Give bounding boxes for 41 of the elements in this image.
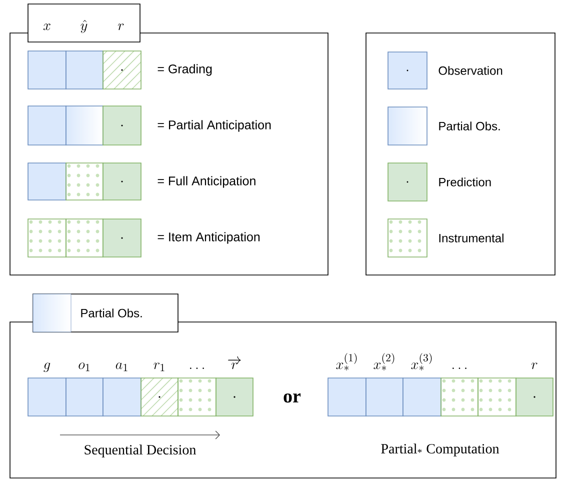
cell xyxy=(66,218,104,258)
panel-frame xyxy=(10,322,556,478)
cell xyxy=(102,218,142,258)
cell-symbol: $x_*^{(1)}$ xyxy=(336,353,357,370)
cell-symbol: $\overrightarrow{r}$ xyxy=(228,356,241,370)
column-symbol: $\hat{y}$ xyxy=(80,20,88,33)
cell xyxy=(28,50,66,90)
cell-symbol: $r_1$ xyxy=(154,362,164,372)
legend-label: Observation xyxy=(438,66,502,75)
cell-symbol: $x_*^{(3)}$ xyxy=(411,353,432,370)
cell xyxy=(66,162,104,200)
cell xyxy=(28,218,66,258)
cell-symbol: $g$ xyxy=(44,362,50,372)
or-label: or xyxy=(284,393,301,403)
cell-symbol: $o_1$ xyxy=(78,362,90,372)
cell xyxy=(66,106,104,146)
row-label: = Partial Anticipation xyxy=(158,120,271,132)
cell xyxy=(478,378,516,416)
cell xyxy=(102,106,142,146)
caption-label: Sequential Decision xyxy=(84,444,196,458)
tab-label: Partial Obs. xyxy=(81,308,142,318)
cell-symbol: $\dots$ xyxy=(452,368,466,369)
cell-symbol: $\dots$ xyxy=(190,368,204,369)
caption-label: Partial$_{*}$ Computation xyxy=(381,444,500,456)
legend-label: Partial Obs. xyxy=(439,122,500,130)
panel-frame xyxy=(10,32,328,276)
cell xyxy=(102,50,142,90)
row-label: = Full Anticipation xyxy=(158,176,256,188)
cell-symbol: $x_*^{(2)}$ xyxy=(374,353,394,370)
cell xyxy=(28,162,66,200)
legend-label: Prediction xyxy=(439,178,491,186)
column-symbol: $r$ xyxy=(118,24,124,30)
legend-label: Instrumental xyxy=(439,234,504,242)
column-symbol: $x$ xyxy=(43,24,50,30)
cell xyxy=(102,162,142,200)
cell-symbol: $a_1$ xyxy=(116,362,128,372)
row-label: = Grading xyxy=(158,64,212,76)
cell-symbol: $r$ xyxy=(532,362,538,370)
row-label: = Item Anticipation xyxy=(158,232,260,244)
cell xyxy=(66,50,104,90)
cell xyxy=(28,106,66,146)
